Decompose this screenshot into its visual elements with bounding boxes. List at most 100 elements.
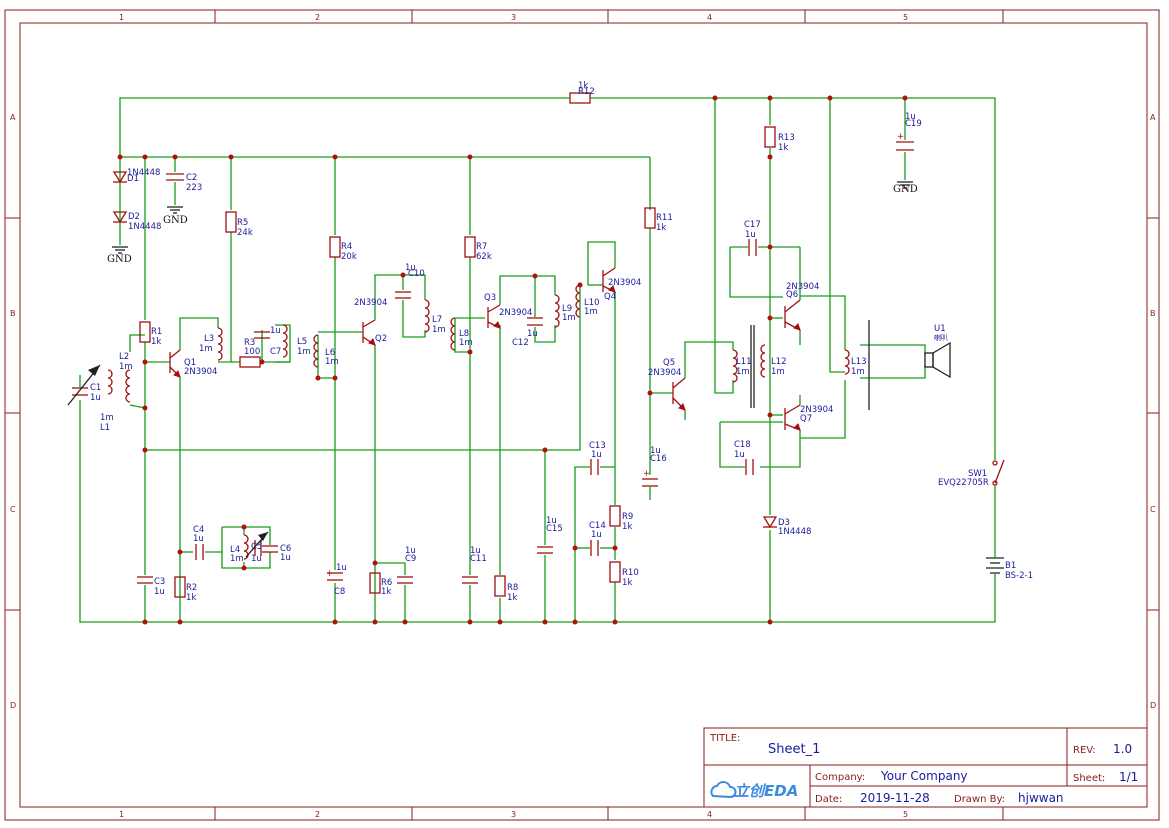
- resistor-r4[interactable]: [329, 236, 341, 258]
- resistor-r1[interactable]: [139, 321, 151, 343]
- capacitor-c3[interactable]: [137, 576, 153, 584]
- l3-value: 1m: [199, 344, 213, 354]
- q7-value: 2N3904: [800, 405, 833, 415]
- resistor-r10[interactable]: [609, 561, 621, 583]
- l1-ref: L1: [100, 423, 110, 433]
- inductor-l2[interactable]: [125, 369, 131, 403]
- capacitor-c6[interactable]: [262, 545, 278, 553]
- resistor-r3[interactable]: [239, 356, 261, 368]
- variable-capacitor-c5[interactable]: [245, 531, 269, 558]
- capacitor-c9[interactable]: [397, 576, 413, 584]
- col-marker-bottom-1: 1: [119, 810, 124, 819]
- r3-ref: R3: [244, 338, 255, 348]
- q3-value: 2N3904: [499, 308, 532, 318]
- resistor-r11[interactable]: [644, 207, 656, 229]
- c14-value: 1u: [591, 530, 602, 540]
- col-marker-top-3: 3: [511, 13, 516, 22]
- diode-d3[interactable]: [762, 516, 778, 529]
- l5-ref: L5: [297, 337, 307, 347]
- r9-value: 1k: [622, 522, 632, 532]
- transistor-q6[interactable]: [784, 299, 801, 331]
- resistor-r9[interactable]: [609, 505, 621, 527]
- title-block: TITLE: Sheet_1 REV: 1.0 Company: Your Co…: [703, 727, 1148, 808]
- inductor-l10[interactable]: [575, 284, 581, 318]
- r4-value: 20k: [341, 252, 357, 262]
- q7-ref: Q7: [800, 414, 812, 424]
- col-marker-top-4: 4: [707, 13, 712, 22]
- capacitor-c19[interactable]: +: [896, 132, 914, 151]
- diode-d1[interactable]: [112, 171, 128, 184]
- capacitor-c4[interactable]: [195, 544, 204, 560]
- resistor-r2[interactable]: [174, 576, 186, 598]
- r1-ref: R1: [151, 327, 162, 337]
- transistor-q2[interactable]: [360, 319, 376, 346]
- capacitor-c16[interactable]: +: [642, 469, 658, 500]
- inductor-l8[interactable]: [450, 317, 456, 351]
- inductor-l6[interactable]: [313, 334, 319, 368]
- resistor-r8[interactable]: [494, 575, 506, 597]
- resistor-r7[interactable]: [464, 236, 476, 258]
- q2-ref: Q2: [375, 334, 387, 344]
- inductor-l1[interactable]: [107, 369, 113, 395]
- sheet-frame: [4, 9, 1160, 821]
- capacitor-c10[interactable]: [395, 291, 411, 299]
- capacitor-c2[interactable]: [166, 173, 184, 181]
- q4-ref: Q4: [604, 292, 616, 302]
- cloud-icon: [710, 781, 737, 799]
- l2-value: 1m: [119, 362, 133, 372]
- inductor-l9[interactable]: [554, 294, 560, 328]
- c10-value: 1u: [405, 263, 416, 273]
- r13-ref: R13: [778, 133, 795, 143]
- svg-text:+: +: [326, 569, 333, 579]
- resistor-r12[interactable]: [569, 92, 591, 104]
- resistor-r5[interactable]: [225, 211, 237, 233]
- capacitor-c18[interactable]: [745, 459, 754, 475]
- capacitor-c11[interactable]: [462, 576, 478, 584]
- l2-ref: L2: [119, 352, 129, 362]
- capacitor-c7[interactable]: [254, 331, 270, 339]
- transistor-q7[interactable]: [784, 404, 801, 431]
- l8-value: 1m: [459, 338, 473, 348]
- resistor-r6[interactable]: [369, 572, 381, 594]
- inductor-l11[interactable]: [732, 349, 738, 383]
- row-markers: A B C D A B C D: [10, 113, 1156, 710]
- l9-ref: L9: [562, 304, 572, 314]
- gnd-label-2: GND: [163, 215, 188, 226]
- rev-value: 1.0: [1113, 742, 1132, 756]
- capacitor-c14[interactable]: [590, 540, 599, 556]
- inductor-l5[interactable]: [282, 324, 288, 358]
- gnd-label-1: GND: [893, 184, 918, 195]
- c13-ref: C13: [589, 441, 606, 451]
- row-marker-right-d: D: [1150, 701, 1156, 710]
- inductor-l7[interactable]: [424, 299, 430, 333]
- logo-text: 立创EDA: [734, 782, 798, 800]
- b1-value: BS-2-1: [1005, 571, 1033, 581]
- transistor-q3[interactable]: [487, 304, 501, 329]
- l13-value: 1m: [851, 367, 865, 377]
- capacitor-c12[interactable]: [527, 317, 543, 326]
- capacitor-c17[interactable]: [748, 239, 757, 256]
- transistor-q1[interactable]: [169, 349, 181, 378]
- svg-text:+: +: [643, 469, 650, 479]
- transistor-q4[interactable]: [588, 267, 616, 293]
- c4-value: 1u: [193, 534, 204, 544]
- inductor-l12[interactable]: [760, 344, 766, 378]
- capacitor-c15[interactable]: [537, 546, 553, 554]
- battery-b1[interactable]: [986, 545, 1004, 580]
- row-marker-right-b: B: [1150, 309, 1156, 318]
- diode-d2[interactable]: [112, 211, 128, 224]
- r7-value: 62k: [476, 252, 492, 262]
- inductor-l3[interactable]: [217, 327, 223, 361]
- switch-sw1[interactable]: [992, 459, 1005, 505]
- c5-value: 1u: [251, 554, 262, 564]
- capacitor-c8[interactable]: +: [326, 569, 343, 581]
- capacitor-c13[interactable]: [590, 459, 599, 475]
- c7-ref: C7: [270, 347, 281, 357]
- speaker-u1[interactable]: [924, 341, 951, 379]
- resistor-r13[interactable]: [764, 126, 776, 148]
- variable-capacitor-c1[interactable]: [67, 364, 101, 406]
- transistor-q5[interactable]: [672, 377, 686, 411]
- r10-value: 1k: [622, 578, 632, 588]
- inductor-l13[interactable]: [844, 349, 850, 375]
